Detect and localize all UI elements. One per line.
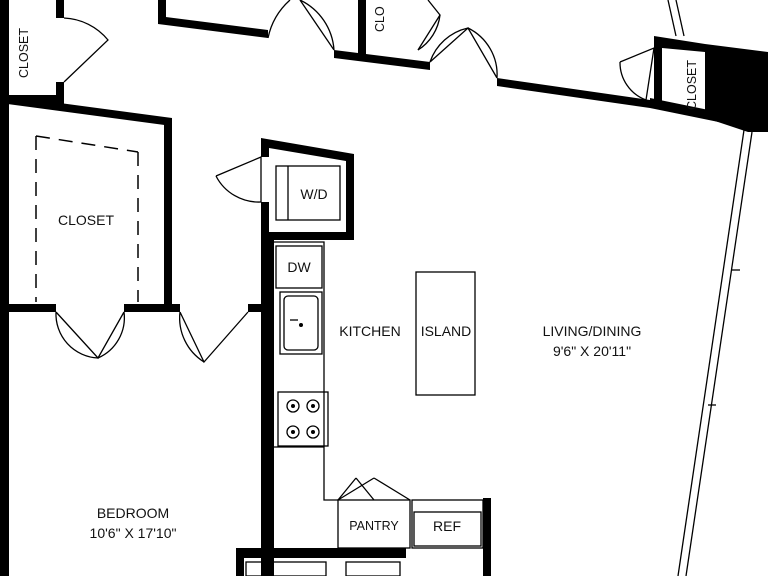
closet-left-label: CLOSET [58,212,114,228]
bedroom-name-label: BEDROOM [97,505,169,521]
island-label: ISLAND [421,323,472,339]
dw-label: DW [287,259,311,275]
kitchen-label: KITCHEN [339,323,400,339]
wd-label: W/D [300,186,327,202]
closet-top-mid-label: CLO [373,6,387,32]
ref-label: REF [433,518,461,534]
living-dims-label: 9'6" X 20'11" [553,343,631,359]
pantry-label: PANTRY [349,519,399,533]
doors [55,0,655,364]
closet-top-left-label: CLOSET [17,28,31,78]
window-wall [667,0,753,576]
bedroom-dims-label: 10'6" X 17'10" [90,525,177,541]
living-name-label: LIVING/DINING [543,323,642,339]
fixtures [35,135,484,576]
room-labels: CLOSET CLO CLOSET CLOSET W/D DW KITCHEN … [17,6,699,541]
closet-top-right-label: CLOSET [685,60,699,110]
